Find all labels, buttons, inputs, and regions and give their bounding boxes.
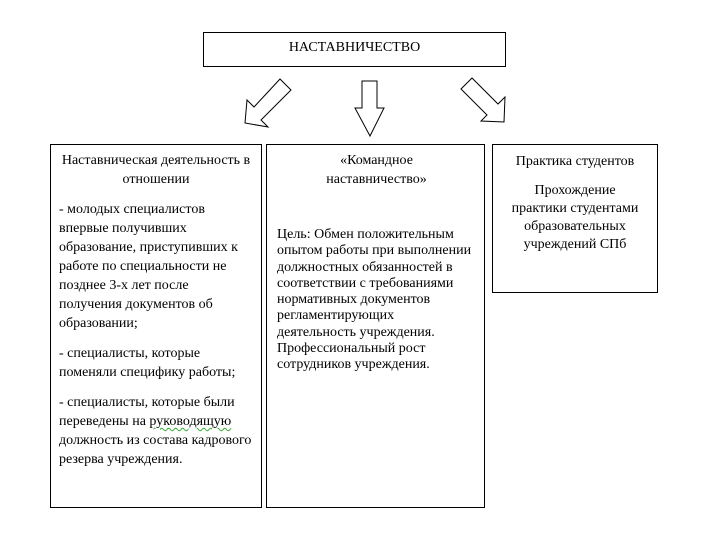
student-practice-box: Практика студентов Прохождение практики …: [492, 144, 658, 293]
spellcheck-underlined-word: руководящую: [149, 414, 232, 429]
title-text: НАСТАВНИЧЕСТВО: [288, 40, 421, 55]
arrow-down-right-icon: [460, 77, 506, 123]
title-box: НАСТАВНИЧЕСТВО: [203, 32, 506, 67]
arrow-down-left-icon: [244, 78, 292, 128]
student-practice-body: Прохождение практики студентами образова…: [511, 183, 639, 252]
item-text: должность из состава кадрового резерва у…: [59, 433, 252, 467]
individual-mentoring-item: - специалисты, которые поменяли специфик…: [59, 346, 236, 380]
individual-mentoring-box: Наставническая деятельность в отношении …: [50, 144, 262, 508]
arrow-down-icon: [354, 80, 385, 138]
team-mentoring-box: «Командное наставничество» Цель: Обмен п…: [266, 144, 485, 508]
individual-mentoring-item: - специалисты, которые были переведены н…: [59, 393, 253, 469]
item-text: - специалисты, которые были переведены н…: [59, 395, 235, 429]
student-practice-heading: Практика студентов: [515, 154, 635, 169]
team-mentoring-body: Цель: Обмен положительным опытом работы …: [277, 227, 472, 373]
team-mentoring-heading: «Командное наставничество»: [326, 153, 427, 187]
individual-mentoring-heading: Наставническая деятельность в отношении: [61, 153, 251, 187]
individual-mentoring-item: - молодых специалистов впервые получивши…: [59, 202, 238, 331]
